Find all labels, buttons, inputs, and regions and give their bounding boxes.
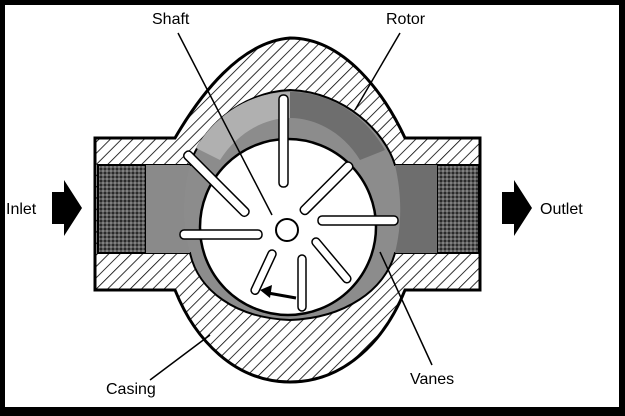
casing-leader (149, 334, 211, 381)
vane (179, 229, 263, 240)
shaft-leader (177, 32, 273, 216)
vanes-leader (379, 251, 433, 366)
inlet-arrow-icon (52, 180, 82, 236)
inlet-label: Inlet (6, 201, 37, 218)
shaft-label: Shaft (152, 11, 190, 28)
vane (250, 249, 277, 296)
casing-label: Casing (106, 381, 156, 398)
vane (317, 215, 399, 226)
vane (183, 150, 250, 218)
vane (278, 94, 289, 188)
shaft (275, 218, 299, 242)
inlet-port (97, 164, 147, 254)
vanes (179, 94, 399, 312)
outlet-label: Outlet (540, 201, 583, 218)
rotor-leader (354, 32, 401, 111)
vane (299, 161, 354, 216)
leader-lines (149, 32, 433, 381)
rotation-arrow-icon (260, 285, 297, 300)
vane (297, 254, 307, 312)
vanes-label: Vanes (410, 371, 454, 388)
rotor-label: Rotor (386, 11, 426, 28)
outlet-port (436, 164, 480, 254)
vane (311, 237, 352, 284)
outlet-arrow-icon (502, 180, 532, 236)
